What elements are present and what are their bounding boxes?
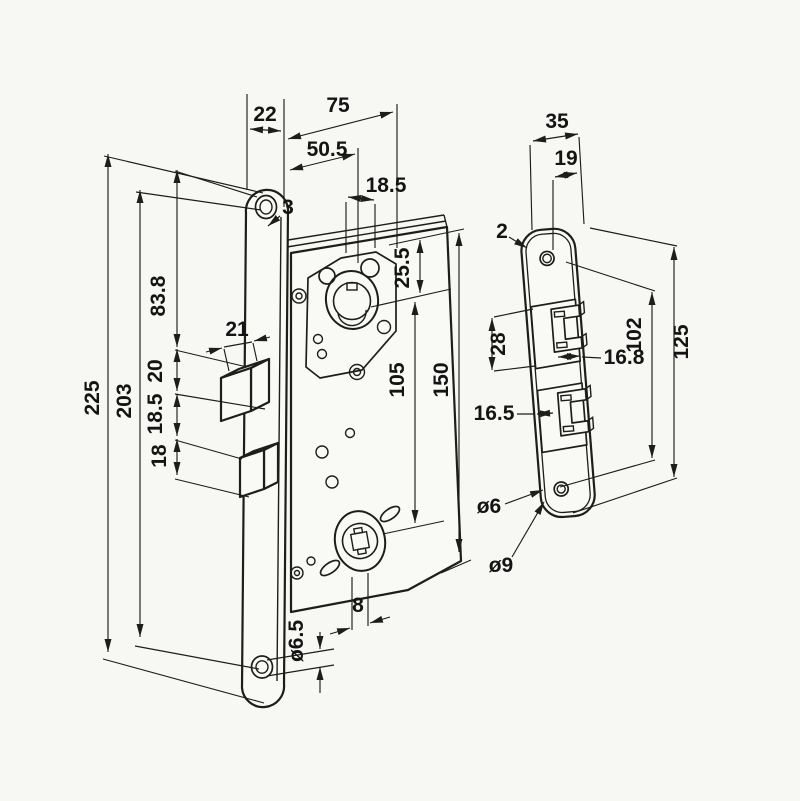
dim-strike-plate-thickness: 2 (496, 220, 528, 249)
spindle-follower (319, 505, 401, 577)
dim-lock-cylinder-width: 18.5 (345, 174, 407, 253)
dim-lock-faceplate-thickness: 3 (267, 196, 294, 227)
dim-lock-screw-hole-diameter: ø6.5 (266, 620, 335, 693)
latch-keep-lower (536, 382, 595, 454)
fixing-hole (360, 258, 380, 278)
dim-lock-backset: 50.5 (289, 138, 359, 263)
strike-screw-hole-top (539, 250, 555, 267)
dim-label: 125 (670, 324, 693, 359)
strike-plate (520, 227, 596, 519)
dim-label: 8 (352, 594, 364, 617)
dim-lock-latch-depth: 21 (205, 318, 271, 372)
dim-strike-screw-hole-centers: 102 (559, 261, 656, 488)
dim-label: 35 (545, 110, 569, 133)
dim-label: 105 (386, 362, 409, 397)
oval-cylinder-hole (324, 270, 380, 330)
deadbolt (238, 441, 280, 499)
fixing-hole (348, 363, 366, 381)
dim-label: 18 (148, 444, 171, 468)
dim-label: 83.8 (147, 275, 170, 316)
latch-bolt (219, 357, 271, 423)
fixing-hole (312, 333, 324, 345)
dim-label: 25.5 (391, 247, 414, 288)
dim-strike-hole-outer-diameter: ø9 (489, 501, 545, 577)
dim-label: ø9 (489, 554, 514, 577)
dim-lock-deadbolt-height: 18 (148, 439, 250, 498)
fixing-hole (316, 348, 328, 360)
dim-strike-plate-length: 125 (572, 227, 693, 514)
dim-label: 22 (253, 103, 276, 126)
dim-lock-case-height: 150 (430, 233, 472, 574)
dim-label: 18.5 (144, 393, 167, 434)
dim-label: 21 (225, 318, 249, 341)
dim-lock-total-length: 225 (81, 154, 265, 704)
dim-label: 16.8 (604, 346, 645, 369)
dim-lock-faceplate-width: 22 (246, 94, 285, 207)
fixing-hole (318, 267, 336, 285)
dim-label: ø6 (477, 495, 502, 518)
dim-label: 203 (113, 383, 136, 418)
fixing-hole (352, 367, 362, 377)
faceplate-screw-hole-top (254, 194, 278, 220)
dim-lock-latch-height: 20 (144, 349, 266, 410)
dim-label: 28 (487, 332, 510, 356)
dim-strike-edge-to-hole: 19 (552, 147, 578, 250)
fixing-hole (376, 319, 392, 335)
dim-strike-keep-width: 16.8 (557, 346, 645, 369)
dim-label: 16.5 (474, 402, 515, 425)
dim-lock-case-depth: 75 (287, 94, 398, 248)
latch-keep-upper (529, 298, 588, 370)
dim-strike-plate-width: 35 (529, 110, 585, 231)
cylinder-escutcheon-plate (305, 251, 397, 381)
dim-label: 20 (144, 359, 167, 382)
dim-lock-latch-to-deadbolt: 18.5 (144, 393, 243, 460)
dim-label: 50.5 (307, 138, 348, 161)
dim-lock-spindle-square: 8 (329, 573, 391, 636)
case-holes (290, 288, 356, 580)
dim-label: 18.5 (366, 174, 407, 197)
dim-strike-keep-depth: 16.5 (474, 402, 554, 425)
dim-label: 75 (326, 94, 350, 117)
dim-label: 150 (430, 362, 453, 397)
dim-lock-top-to-cylinder: 25.5 (370, 228, 465, 308)
faceplate-screw-hole-bottom (250, 655, 274, 679)
mortise-lock-body (219, 188, 463, 709)
lock-case (286, 214, 463, 614)
dim-label: 102 (623, 317, 646, 352)
dim-lock-hole-to-latch: 83.8 (147, 170, 258, 368)
dim-label: 2 (496, 220, 508, 243)
dim-lock-screw-hole-centers: 203 (113, 190, 262, 670)
dim-strike-hole-inner-diameter: ø6 (477, 489, 544, 518)
dim-label: 19 (554, 147, 577, 170)
dim-label: 225 (81, 380, 104, 415)
dim-strike-cutout-height: 28 (487, 308, 536, 372)
dim-lock-cylinder-to-spindle: 105 (382, 302, 445, 535)
strike-screw-hole-bottom (553, 481, 570, 497)
dim-label: ø6.5 (285, 620, 308, 662)
dim-label: 3 (282, 196, 294, 219)
